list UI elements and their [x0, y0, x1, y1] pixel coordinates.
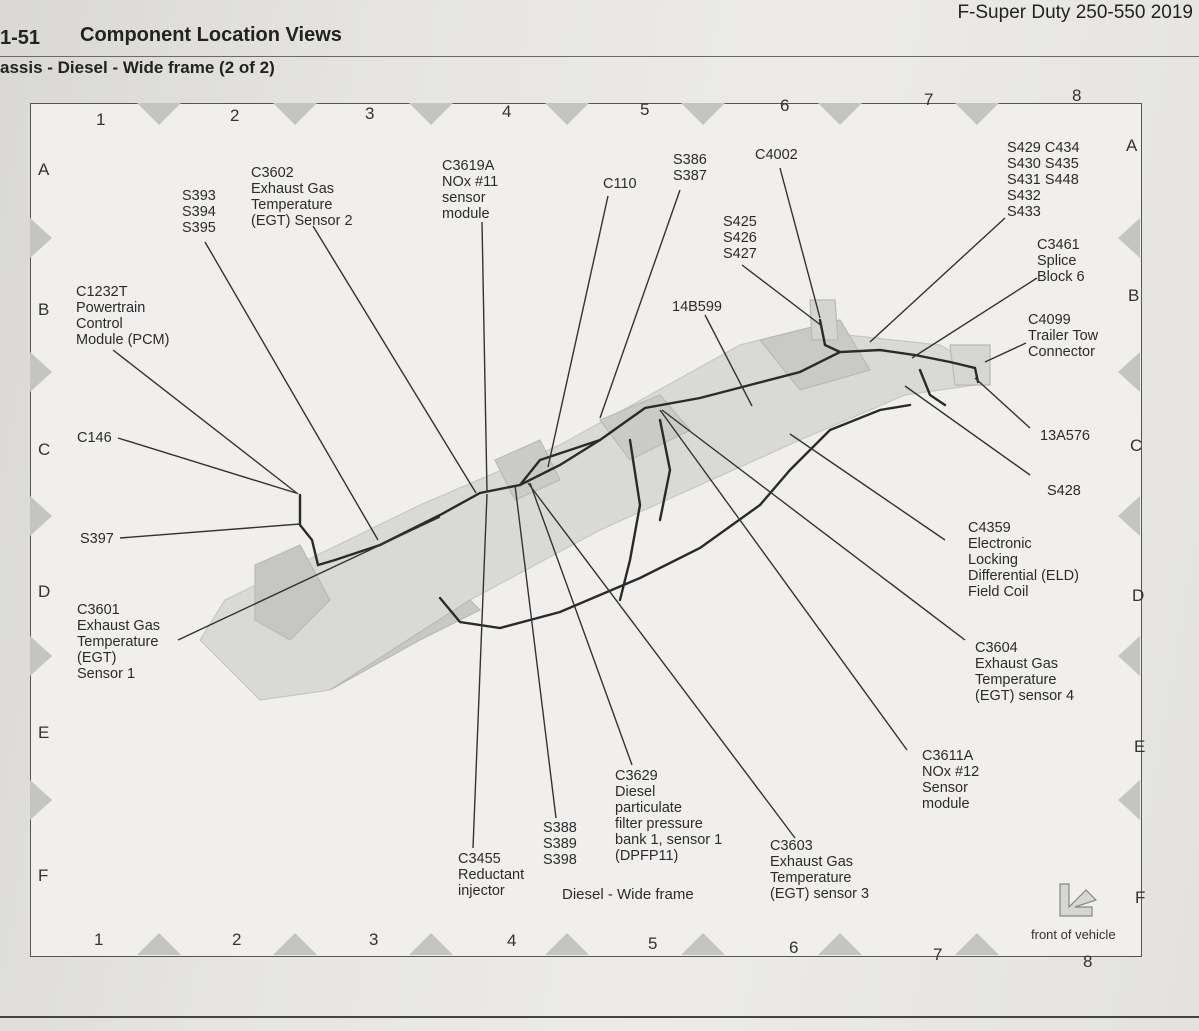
callout-13a576: 13A576 [1040, 428, 1090, 444]
grid-col-top: 2 [230, 106, 240, 125]
grid-col-top: 4 [502, 102, 512, 121]
grid-col-bottom: 6 [789, 938, 799, 957]
grid-col-bottom: 2 [232, 930, 242, 949]
chassis-frame [199, 299, 991, 701]
grid-col-bottom: 1 [94, 930, 104, 949]
front-of-vehicle-label: front of vehicle [1031, 927, 1116, 942]
book-title: F-Super Duty 250-550 2019 [957, 2, 1193, 23]
wiring-harness [298, 318, 980, 630]
leader-lines [112, 167, 1038, 849]
grid-row-right: F [1135, 888, 1146, 907]
grid-row-right: C [1130, 436, 1143, 455]
callout-c4002: C4002 [755, 147, 798, 163]
grid-row-right: D [1132, 586, 1145, 605]
grid-row-right: E [1134, 737, 1146, 756]
grid-col-top: 7 [924, 90, 934, 109]
callout-s428: S428 [1047, 483, 1081, 499]
grid-row-left: C [38, 440, 51, 459]
grid-col-top: 1 [96, 110, 106, 129]
grid-border-markers [30, 103, 1140, 955]
view-subtitle: assis - Diesel - Wide frame (2 of 2) [0, 58, 275, 77]
callout-s397: S397 [80, 531, 114, 547]
grid-row-left: E [38, 723, 50, 742]
grid-col-bottom: 5 [648, 934, 658, 953]
grid-col-top: 3 [365, 104, 375, 123]
section-number: 1-51 [0, 27, 41, 49]
section-title: Component Location Views [80, 24, 342, 46]
front-arrow-icon [1059, 883, 1098, 917]
diagram-caption: Diesel - Wide frame [562, 886, 694, 903]
grid-col-bottom: 7 [933, 945, 943, 964]
grid-col-bottom: 3 [369, 930, 379, 949]
header-divider [0, 56, 1199, 57]
grid-col-top: 6 [780, 96, 790, 115]
footer-divider [0, 1016, 1199, 1018]
grid-col-top: 5 [640, 100, 650, 119]
callout-c110: C110 [603, 176, 637, 192]
grid-row-right: B [1128, 286, 1140, 305]
callout-14b599: 14B599 [672, 299, 722, 315]
grid-row-left: B [38, 300, 50, 319]
grid-col-bottom: 8 [1083, 952, 1093, 971]
grid-row-left: A [38, 160, 50, 179]
callout-c146: C146 [77, 430, 112, 446]
grid-col-top: 8 [1072, 86, 1082, 105]
grid-col-bottom: 4 [507, 931, 517, 950]
grid-row-left: D [38, 582, 51, 601]
grid-row-right: A [1126, 136, 1138, 155]
grid-row-left: F [38, 866, 49, 885]
